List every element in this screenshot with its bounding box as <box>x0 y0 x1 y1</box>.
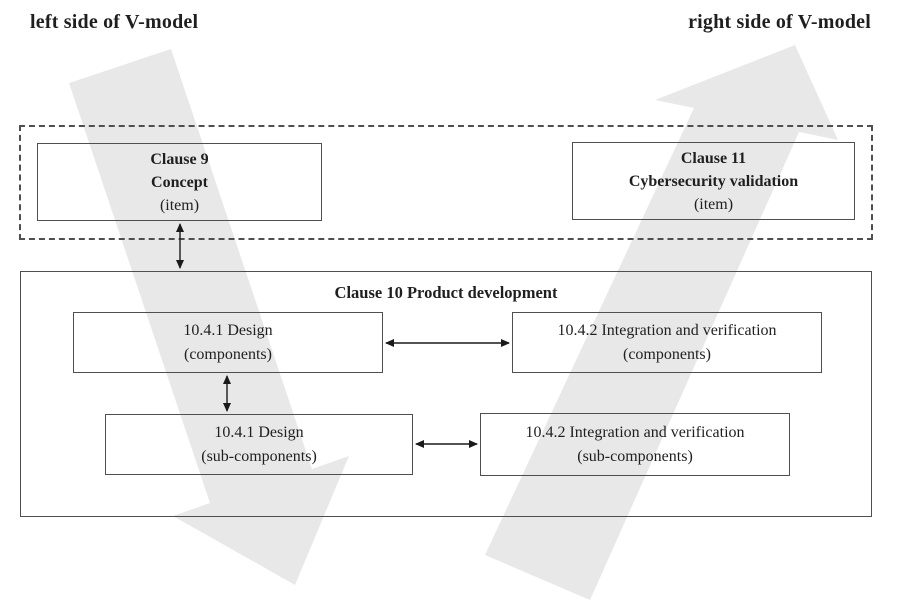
integration-components-name: 10.4.2 Integration and verification <box>557 321 777 339</box>
left-side-label: left side of V-model <box>30 11 199 33</box>
clause10-title: Clause 10 Product development <box>334 283 558 302</box>
design-subcomponents-name: 10.4.1 Design <box>214 423 304 441</box>
design-components-box: 10.4.1 Design (components) <box>73 312 383 373</box>
clause11-scope: (item) <box>693 195 734 213</box>
integration-subcomponents-scope: (sub-components) <box>577 447 693 465</box>
design-subcomponents-box: 10.4.1 Design (sub-components) <box>105 414 413 475</box>
integration-subcomponents-box: 10.4.2 Integration and verification (sub… <box>480 413 790 476</box>
integration-components-box: 10.4.2 Integration and verification (com… <box>512 312 822 373</box>
clause11-name: Cybersecurity validation <box>628 172 799 190</box>
design-components-name: 10.4.1 Design <box>183 321 273 339</box>
design-components-scope: (components) <box>184 345 272 363</box>
clause9-name: Concept <box>151 173 208 191</box>
clause9-concept-box: Clause 9 Concept (item) <box>37 143 322 221</box>
clause11-validation-box: Clause 11 Cybersecurity validation (item… <box>572 142 855 220</box>
clause10-product-development-container: Clause 10 Product development <box>20 271 872 517</box>
clause9-title: Clause 9 <box>150 150 209 168</box>
clause11-title: Clause 11 <box>680 149 747 167</box>
design-subcomponents-scope: (sub-components) <box>201 447 317 465</box>
right-side-label: right side of V-model <box>688 11 871 33</box>
integration-components-scope: (components) <box>623 345 711 363</box>
clause9-scope: (item) <box>159 196 200 214</box>
right-v-up-arrow-icon <box>485 45 838 600</box>
item-level-dashed-group <box>19 125 873 240</box>
left-v-down-arrow-icon <box>69 49 349 585</box>
integration-subcomponents-name: 10.4.2 Integration and verification <box>525 423 745 441</box>
